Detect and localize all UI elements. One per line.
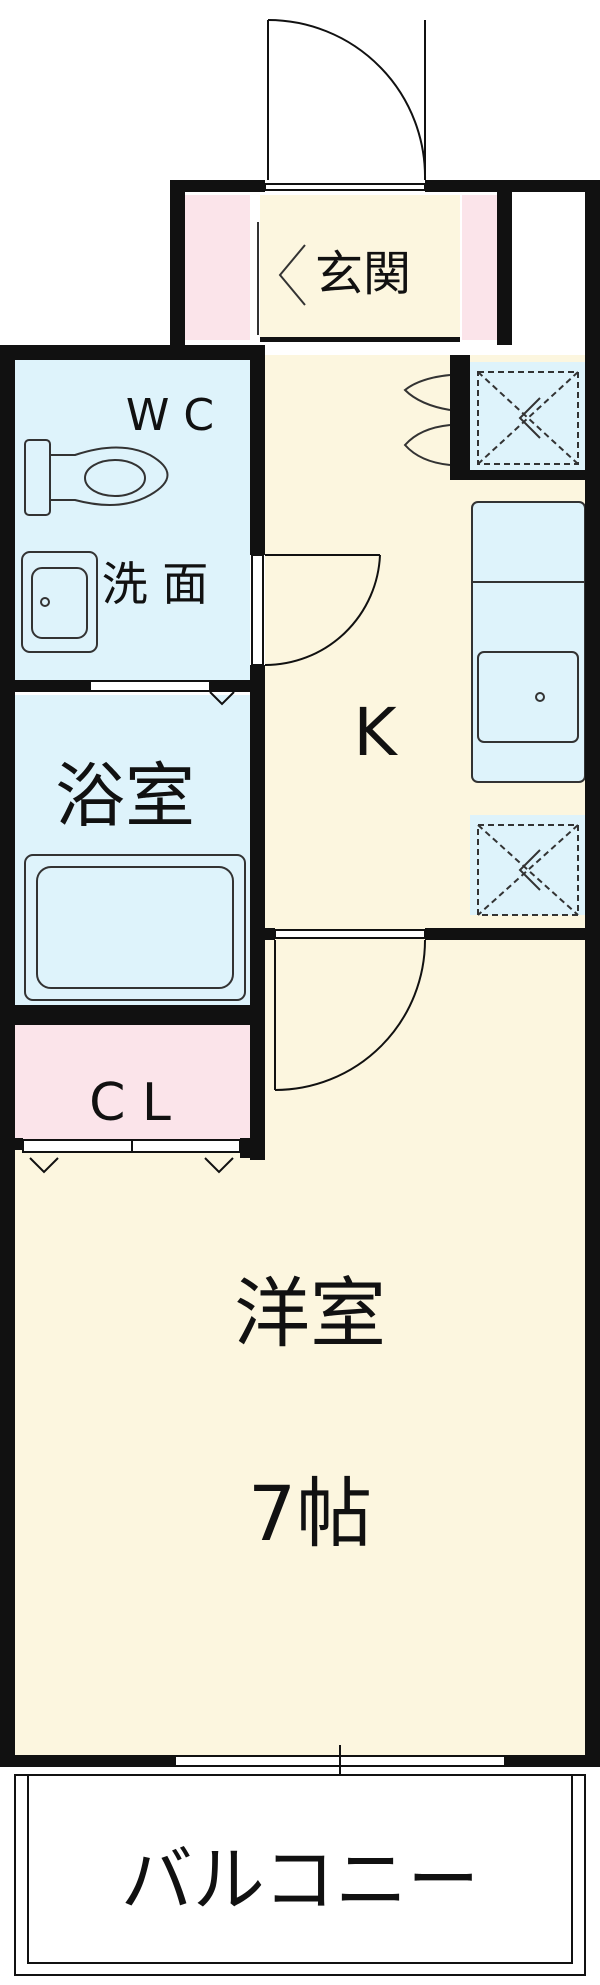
fridge-icon: [477, 371, 579, 465]
wash-basin: [21, 551, 98, 653]
washroom-label: 洗 面: [102, 557, 209, 611]
bathtub: [24, 854, 246, 1001]
shoe-box-left: [185, 195, 250, 340]
entrance-door: [264, 19, 427, 191]
shoe-box-right: [462, 195, 497, 340]
entrance-label: 玄関: [315, 246, 411, 302]
bath-door: [89, 680, 235, 706]
toilet: [24, 439, 169, 516]
kitchen-sink: [472, 581, 585, 743]
washer-icon: [477, 824, 579, 916]
closet-floor: [15, 1025, 250, 1140]
room-door: [274, 929, 426, 1091]
balcony-window: [174, 1745, 506, 1775]
walls: [0, 180, 600, 1767]
kitchen-label: K: [353, 694, 398, 771]
western-room-label: 洋室: [234, 1269, 386, 1358]
wc-label: W C: [126, 390, 214, 441]
washer-space: [470, 815, 588, 915]
closet-label: C L: [89, 1073, 171, 1133]
fridge-space-doors: [403, 374, 451, 466]
entrance-floor: [260, 195, 460, 340]
shoe-box-doors: [257, 222, 306, 335]
room-size-label: 7帖: [248, 1469, 372, 1558]
washroom-door: [251, 554, 381, 667]
bath-label: 浴室: [55, 755, 195, 837]
closet-doors: [22, 1139, 241, 1174]
balcony-label: バルコニー: [121, 1838, 480, 1922]
balcony-railing: [14, 1774, 586, 1976]
